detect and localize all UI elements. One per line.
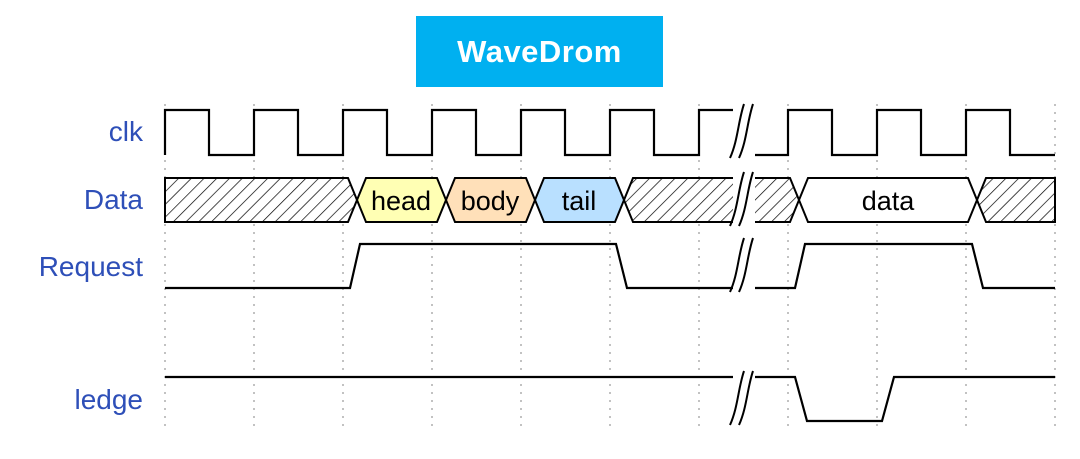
data-label-tail: tail <box>562 186 597 216</box>
ledge-waveform <box>165 375 1055 423</box>
data-wave: head body tail data <box>164 177 1056 223</box>
diagram-title: WaveDrom <box>457 33 622 69</box>
signal-label-request: Request <box>38 251 143 282</box>
signal-label-clk: clk <box>108 116 143 147</box>
data-label-body: body <box>461 186 520 216</box>
data-label-head: head <box>371 186 431 216</box>
signal-label-data: Data <box>83 184 143 215</box>
gap-break-marks <box>729 100 755 429</box>
request-wave <box>165 242 1055 290</box>
ledge-wave <box>165 375 1055 423</box>
signal-label-ledge: ledge <box>74 384 143 415</box>
break-mark-ledge <box>729 370 754 426</box>
request-waveform <box>165 242 1055 290</box>
break-mark-clk <box>729 103 754 159</box>
break-mark-request <box>729 237 754 293</box>
data-segment-unknown <box>975 177 1056 223</box>
data-segment-unknown <box>622 177 801 223</box>
title-banner: WaveDrom <box>416 16 663 87</box>
data-label-data: data <box>862 186 916 216</box>
clk-wave <box>163 108 1055 157</box>
break-mark-data <box>729 171 754 227</box>
clk-waveform <box>163 108 1055 157</box>
data-segment-unknown <box>164 177 359 223</box>
